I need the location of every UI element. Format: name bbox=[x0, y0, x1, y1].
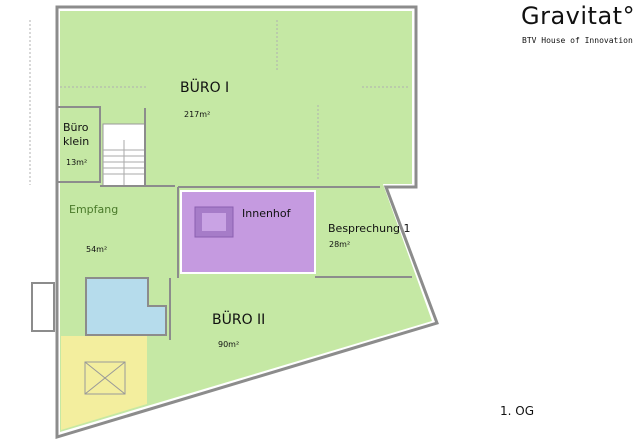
interior-walls bbox=[57, 106, 412, 340]
room-label-besprechung-1: Besprechung 1 bbox=[328, 222, 411, 235]
room-label-buero-1: BÜRO I bbox=[180, 80, 230, 96]
ceiling-lines bbox=[29, 20, 410, 185]
room-label-buero-klein: Büro klein bbox=[63, 121, 90, 148]
room-area-besprechung-1: 28m² bbox=[329, 240, 351, 249]
room-label-innenhof: Innenhof bbox=[242, 207, 291, 220]
sanitary-area bbox=[85, 277, 167, 336]
elevator-cross bbox=[84, 361, 126, 395]
balcony bbox=[31, 282, 55, 332]
room-area-buero-klein: 13m² bbox=[66, 158, 88, 167]
stairwell-area bbox=[61, 336, 147, 430]
room-label-empfang: Empfang bbox=[69, 203, 119, 216]
logo-subtitle: BTV House of Innovation bbox=[522, 36, 633, 45]
room-area-buero-1: 217m² bbox=[184, 110, 211, 119]
elevator-shaft bbox=[84, 361, 126, 395]
room-area-empfang: 54m² bbox=[86, 245, 108, 254]
room-area-buero-2: 90m² bbox=[218, 340, 240, 349]
room-label-buero-2: BÜRO II bbox=[212, 312, 266, 328]
gravitat-logo: Gravitat° bbox=[521, 2, 636, 30]
floor-label: 1. OG bbox=[500, 404, 535, 418]
skylight-inner bbox=[202, 213, 226, 231]
stair-steps bbox=[103, 140, 145, 186]
